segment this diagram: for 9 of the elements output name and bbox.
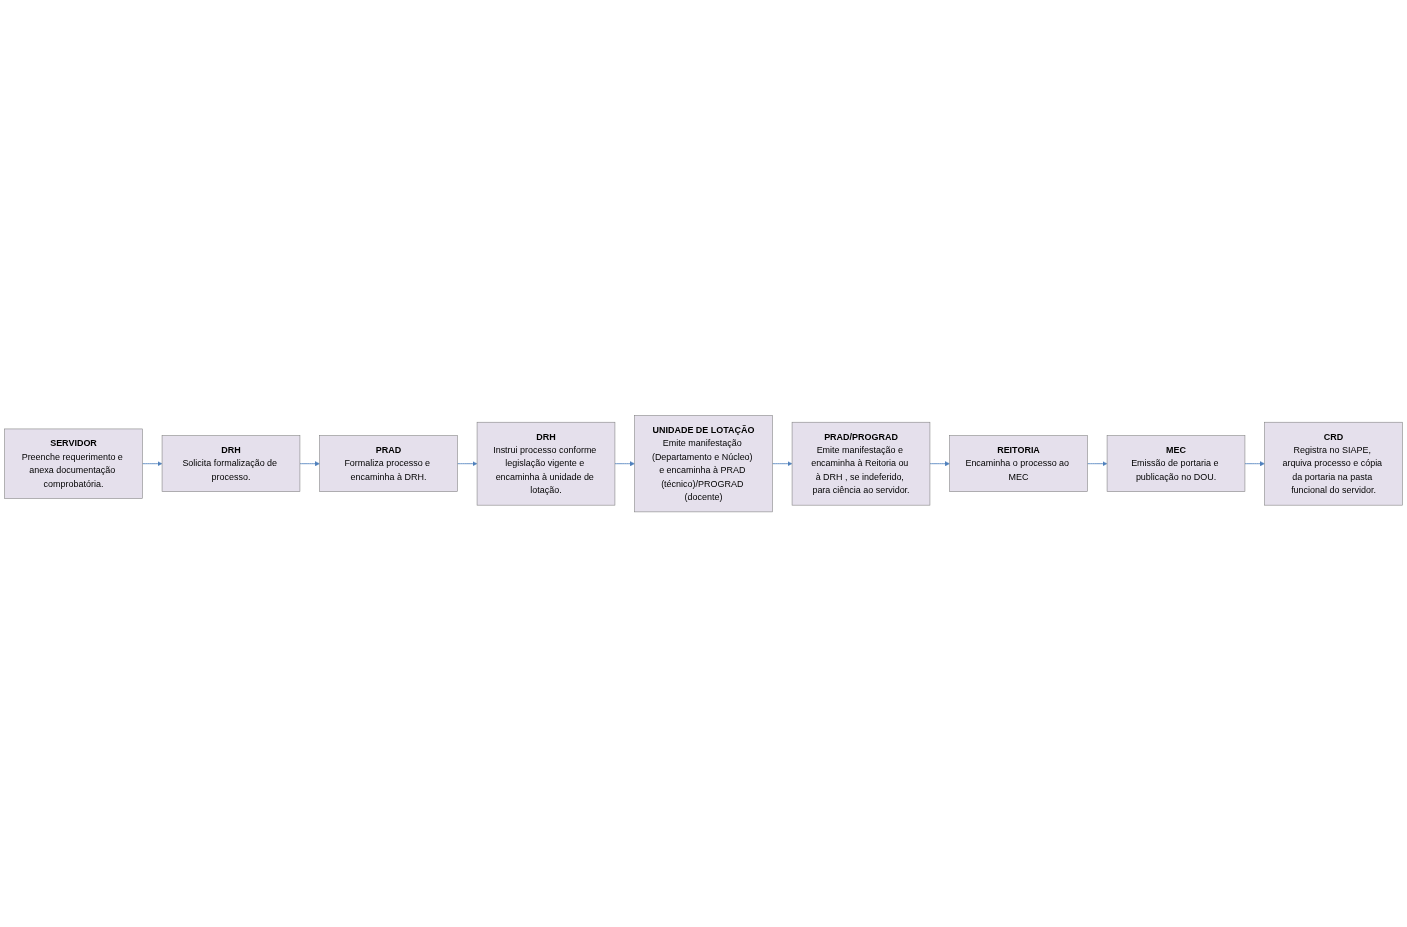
node-box: SERVIDOR Preenche requerimento e anexa documentação comprobatória.: [4, 428, 143, 499]
node-box: CRD Registra no SIAPE, arquiva processo e cópia da portaria na pasta funcional do servidor.: [1264, 421, 1403, 506]
node-box: DRH Instrui processo conforme legislação vigente e encaminha à unidade de lotação.: [476, 421, 616, 506]
node-box: REITORIA Encaminha o processo ao MEC: [949, 435, 1088, 492]
node-box: PRAD/PROGRAD Emite manifestação e encaminha à Reitoria ou à DRH , se indeferido, para ciência ao servidor.: [791, 421, 931, 506]
node-box: UNIDADE DE LOTAÇÃO Emite manifestação (Departamento e Núcleo) e encaminha à PRAD (técnico)/PROGRAD (docente): [634, 415, 773, 512]
node-box: MEC Emissão de portaria e publicação no DOU.: [1106, 435, 1246, 492]
node-box: DRH Solicita formalização de processo.: [161, 435, 301, 492]
node-box: PRAD Formaliza processo e encaminha à DRH.: [319, 435, 458, 492]
